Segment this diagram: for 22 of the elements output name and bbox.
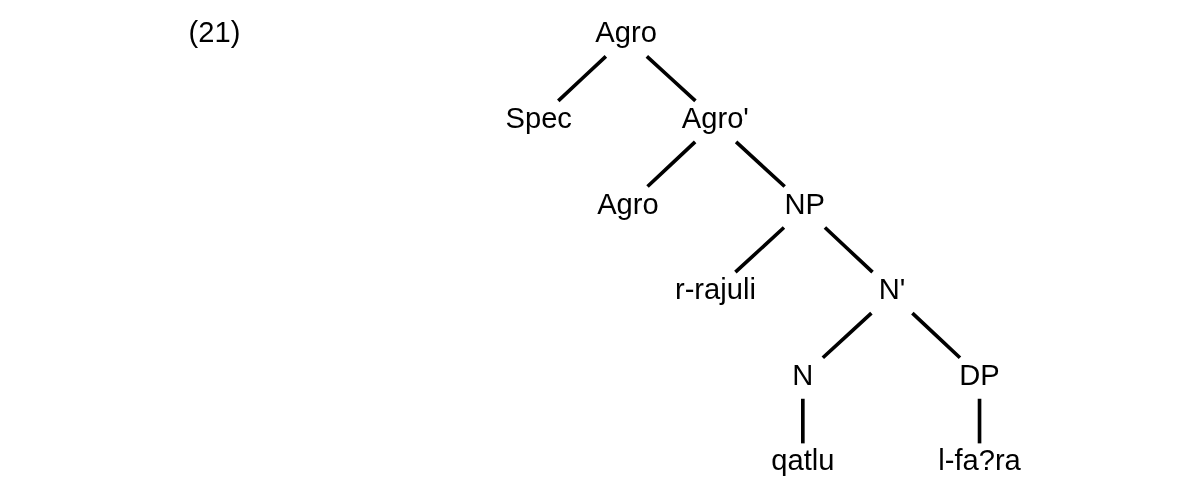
node-text: Agro' bbox=[681, 102, 749, 134]
connector bbox=[646, 140, 697, 188]
node-text: NP bbox=[784, 187, 825, 220]
connector bbox=[801, 398, 805, 444]
connector bbox=[734, 140, 786, 188]
label: (21) bbox=[188, 16, 241, 49]
node-text: DP bbox=[959, 358, 1000, 391]
connector bbox=[734, 226, 786, 274]
node-text: N' bbox=[878, 273, 906, 306]
node-text: N bbox=[792, 358, 814, 391]
connector bbox=[823, 226, 874, 274]
node-text: Agro bbox=[595, 16, 657, 49]
connector bbox=[557, 54, 608, 103]
connector bbox=[911, 311, 962, 360]
connector bbox=[645, 54, 697, 103]
node-text: Spec bbox=[505, 102, 572, 134]
connector bbox=[977, 398, 982, 444]
node-text: l-fa?ra bbox=[938, 444, 1021, 477]
node-text: r-rajuli bbox=[674, 273, 756, 306]
node-text: Agro bbox=[597, 187, 659, 220]
connector bbox=[821, 311, 873, 360]
node-text: qatlu bbox=[771, 444, 835, 477]
